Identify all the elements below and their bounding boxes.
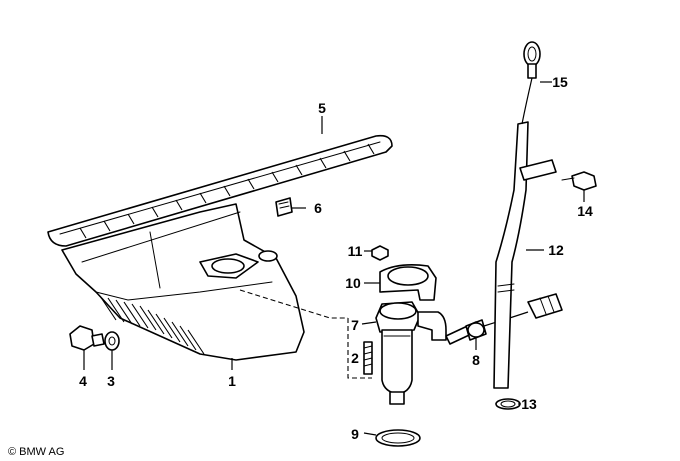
callout-2: 2 xyxy=(351,350,359,366)
callout-12: 12 xyxy=(548,242,564,258)
dipstick xyxy=(521,41,541,125)
callout-15: 15 xyxy=(552,74,568,90)
callout-7: 7 xyxy=(351,317,359,333)
oil-level-sensor xyxy=(375,301,481,405)
leader-lines xyxy=(83,81,585,436)
sensor-bracket xyxy=(379,264,437,301)
callout-3: 3 xyxy=(107,373,115,389)
callout-10: 10 xyxy=(345,275,361,291)
bolt-6 xyxy=(275,197,293,217)
drain-washer xyxy=(104,331,120,351)
callout-5: 5 xyxy=(318,100,326,116)
copyright-notice: © BMW AG xyxy=(8,446,64,458)
o-ring-9 xyxy=(375,429,421,447)
o-ring-13 xyxy=(495,398,521,410)
sensor-cable xyxy=(483,293,563,327)
callout-14: 14 xyxy=(577,203,593,219)
callout-1: 1 xyxy=(228,373,236,389)
callout-13: 13 xyxy=(521,396,537,412)
bolt-14 xyxy=(561,171,597,191)
oil-pan-gasket xyxy=(47,134,393,247)
oil-pan xyxy=(61,203,372,379)
stud-2 xyxy=(363,341,373,375)
dipstick-guide-tube xyxy=(493,121,557,389)
callout-4: 4 xyxy=(79,373,87,389)
callout-9: 9 xyxy=(351,426,359,442)
grommet-8 xyxy=(465,319,487,341)
drain-plug xyxy=(69,325,105,351)
callout-8: 8 xyxy=(472,352,480,368)
nut-11 xyxy=(371,245,389,261)
callout-6: 6 xyxy=(314,200,322,216)
callout-labels: 1 2 3 4 5 6 7 8 9 10 11 12 13 14 15 xyxy=(79,74,593,442)
callout-11: 11 xyxy=(348,243,363,259)
